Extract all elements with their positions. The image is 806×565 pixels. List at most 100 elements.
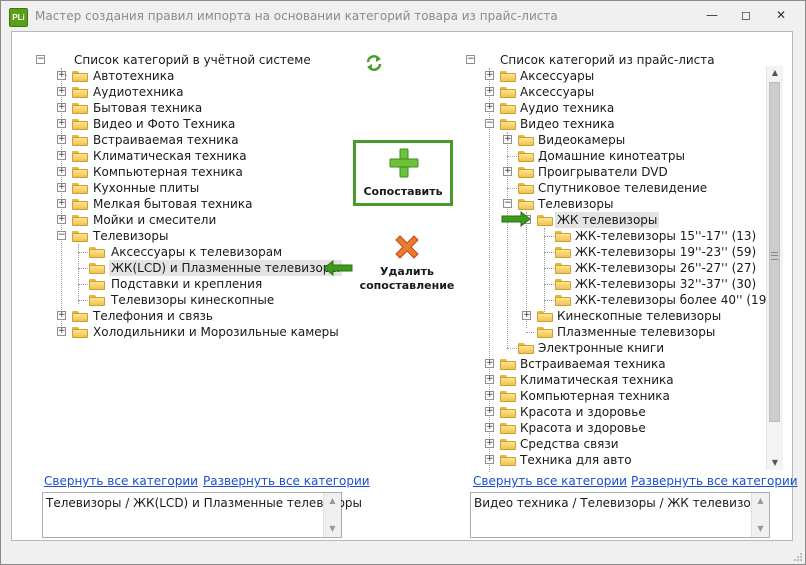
expand-toggle-icon[interactable]: + xyxy=(485,358,494,368)
folder-icon xyxy=(500,71,516,82)
expand-toggle-icon[interactable]: + xyxy=(485,406,494,416)
right-tree-header: Список категорий из прайс-листа xyxy=(500,53,715,67)
tree-item-label: Проигрыватели DVD xyxy=(538,165,668,179)
tree-item-label: Техника для авто xyxy=(520,453,632,467)
tree-item-label: ЖК(LCD) и Плазменные телевизоры xyxy=(109,260,342,276)
close-button[interactable]: ✕ xyxy=(775,8,787,22)
tree-item-label: Красота и здоровье xyxy=(520,421,646,435)
collapse-toggle-icon[interactable]: − xyxy=(466,54,475,64)
folder-icon xyxy=(500,375,516,386)
tree-item-label: Мелкая бытовая техника xyxy=(93,197,253,211)
expand-toggle-icon[interactable]: + xyxy=(485,422,494,432)
maximize-button[interactable]: ◻ xyxy=(741,8,751,22)
folder-icon xyxy=(500,407,516,418)
minimize-button[interactable]: — xyxy=(706,8,718,22)
folder-icon xyxy=(72,327,88,338)
expand-toggle-icon[interactable]: + xyxy=(57,326,66,336)
tree-item-label: Телевизоры xyxy=(538,197,614,211)
folder-icon xyxy=(555,279,571,290)
expand-toggle-icon[interactable]: + xyxy=(57,198,66,208)
folder-icon xyxy=(555,247,571,258)
tree-item-label: Компьютерная техника xyxy=(93,165,243,179)
expand-toggle-icon[interactable]: + xyxy=(503,166,512,176)
expand-toggle-icon[interactable]: + xyxy=(57,118,66,128)
expand-toggle-icon[interactable]: + xyxy=(57,70,66,80)
right-category-tree[interactable]: − Список категорий из прайс-листа +Аксес… xyxy=(462,32,771,472)
refresh-icon[interactable] xyxy=(365,54,383,72)
tree-item-label: Встраиваемая техника xyxy=(520,357,666,371)
expand-toggle-icon[interactable]: + xyxy=(57,150,66,160)
path-scrollbar[interactable]: ▲ ▼ xyxy=(323,493,341,537)
collapse-toggle-icon[interactable]: − xyxy=(503,198,512,208)
expand-toggle-icon[interactable]: + xyxy=(522,310,531,320)
right-selected-path-text: Видео техника / Телевизоры / ЖК телевизо… xyxy=(474,496,768,510)
folder-icon xyxy=(72,215,88,226)
expand-toggle-icon[interactable]: + xyxy=(57,214,66,224)
folder-icon xyxy=(518,343,534,354)
tree-item-label: Бытовая техника xyxy=(93,101,203,115)
tree-item-label: Аксессуары к телевизорам xyxy=(111,245,283,259)
app-icon: PLi xyxy=(9,8,28,27)
folder-icon xyxy=(500,87,516,98)
expand-toggle-icon[interactable]: + xyxy=(485,390,494,400)
tree-item-label: Климатическая техника xyxy=(93,149,247,163)
right-tree-scrollbar[interactable]: ▲ ▼ xyxy=(766,66,783,470)
right-collapse-all-link[interactable]: Свернуть все категории xyxy=(473,474,627,488)
expand-toggle-icon[interactable]: + xyxy=(485,86,494,96)
collapse-toggle-icon[interactable]: − xyxy=(485,118,494,128)
expand-toggle-icon[interactable]: + xyxy=(57,166,66,176)
expand-toggle-icon[interactable]: + xyxy=(485,438,494,448)
collapse-toggle-icon[interactable]: − xyxy=(36,54,45,64)
tree-item-label: ЖК-телевизоры 32''-37'' (30) xyxy=(575,277,757,291)
main-panel: − Список категорий в учётной системе +Ав… xyxy=(11,31,798,541)
left-expand-all-link[interactable]: Развернуть все категории xyxy=(203,474,370,488)
folder-icon xyxy=(500,359,516,370)
scroll-down-icon[interactable]: ▼ xyxy=(771,458,779,467)
folder-icon xyxy=(89,263,105,274)
right-selected-path-field[interactable]: Видео техника / Телевизоры / ЖК телевизо… xyxy=(470,492,770,538)
expand-toggle-icon[interactable]: + xyxy=(485,70,494,80)
expand-toggle-icon[interactable]: + xyxy=(503,134,512,144)
collapse-toggle-icon[interactable]: − xyxy=(57,230,66,240)
scroll-down-icon[interactable]: ▼ xyxy=(757,524,764,533)
folder-icon xyxy=(518,151,534,162)
scroll-down-icon[interactable]: ▼ xyxy=(329,524,336,533)
match-button[interactable]: Сопоставить xyxy=(353,140,453,206)
delete-mapping-label: Удалить сопоставление xyxy=(357,265,457,293)
right-expand-all-link[interactable]: Развернуть все категории xyxy=(631,474,798,488)
expand-toggle-icon[interactable]: + xyxy=(485,454,494,464)
expand-toggle-icon[interactable]: + xyxy=(57,310,66,320)
tree-item-label: Компьютерная техника xyxy=(520,389,670,403)
folder-icon xyxy=(518,199,534,210)
scroll-up-icon[interactable]: ▲ xyxy=(329,496,336,505)
folder-icon xyxy=(72,87,88,98)
left-selected-path-field[interactable]: Телевизоры / ЖК(LCD) и Плазменные телеви… xyxy=(42,492,362,538)
expand-toggle-icon[interactable]: + xyxy=(485,102,494,112)
delete-mapping-button[interactable]: Удалить сопоставление xyxy=(357,230,467,294)
folder-icon xyxy=(72,311,88,322)
path-scrollbar[interactable]: ▲ ▼ xyxy=(751,493,769,537)
left-category-tree[interactable]: − Список категорий в учётной системе +Ав… xyxy=(12,32,352,472)
expand-toggle-icon[interactable]: + xyxy=(57,134,66,144)
plus-icon xyxy=(389,148,419,178)
folder-icon xyxy=(72,103,88,114)
tree-item-label: Телевизоры xyxy=(93,229,169,243)
resize-grip-icon[interactable] xyxy=(793,552,803,562)
scroll-up-icon[interactable]: ▲ xyxy=(771,68,779,77)
scroll-up-icon[interactable]: ▲ xyxy=(757,496,764,505)
left-collapse-all-link[interactable]: Свернуть все категории xyxy=(44,474,198,488)
folder-icon xyxy=(537,311,553,322)
expand-toggle-icon[interactable]: + xyxy=(57,182,66,192)
folder-icon xyxy=(500,423,516,434)
delete-x-icon xyxy=(395,235,419,259)
tree-item-label: ЖК-телевизоры более 40'' (19) xyxy=(575,293,772,307)
delete-label-line1: Удалить xyxy=(380,265,434,278)
expand-toggle-icon[interactable]: + xyxy=(57,86,66,96)
expand-toggle-icon[interactable]: + xyxy=(485,374,494,384)
expand-toggle-icon[interactable]: + xyxy=(57,102,66,112)
tree-item-label: Кухонные плиты xyxy=(93,181,200,195)
tree-item-label: Климатическая техника xyxy=(520,373,674,387)
tree-item-label: Подставки и крепления xyxy=(111,277,263,291)
left-tree-header: Список категорий в учётной системе xyxy=(74,53,311,67)
